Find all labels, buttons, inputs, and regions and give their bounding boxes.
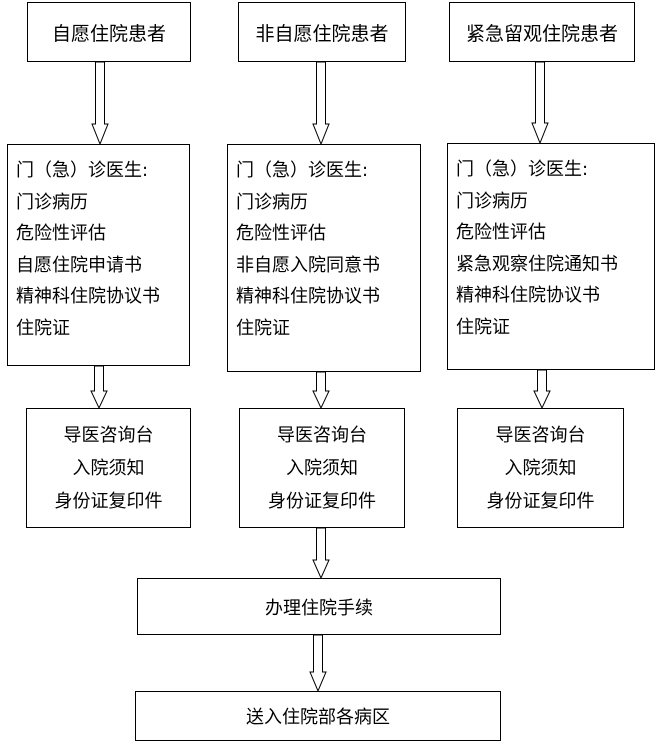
admission-procedure: 办理住院手续 <box>137 578 501 635</box>
ward-destination: 送入住院部各病区 <box>135 691 501 741</box>
destination-label: 送入住院部各病区 <box>246 707 390 728</box>
doc-line: 门诊病历 <box>456 190 528 212</box>
patient-type-label: 非自愿住院患者 <box>255 22 389 45</box>
doc-line: 非自愿入院同意书 <box>236 254 380 276</box>
arrow-col3-mid <box>533 369 551 410</box>
doc-line: 危险性评估 <box>236 223 326 244</box>
desk-line: 入院须知 <box>286 458 358 479</box>
doc-line: 危险性评估 <box>16 223 106 244</box>
guide-desk-voluntary: 导医咨询台 入院须知 身份证复印件 <box>26 408 191 528</box>
desk-line: 导医咨询台 <box>63 425 154 446</box>
patient-type-involuntary: 非自愿住院患者 <box>238 2 406 62</box>
doc-line: 精神科住院协议书 <box>456 285 600 306</box>
doc-line: 门（急）诊医生: <box>456 159 589 180</box>
doctor-documents-emergency: 门（急）诊医生: 门诊病历 危险性评估 紧急观察住院通知书 精神科住院协议书 住… <box>447 143 655 370</box>
patient-type-label: 紧急留观住院患者 <box>465 22 618 45</box>
desk-line: 身份证复印件 <box>486 491 595 512</box>
doc-line: 紧急观察住院通知书 <box>456 253 618 275</box>
desk-line: 导医咨询台 <box>495 425 586 446</box>
doc-line: 住院证 <box>236 317 290 339</box>
arrow-to-procedure <box>312 527 330 580</box>
desk-line: 身份证复印件 <box>268 491 376 512</box>
desk-line: 入院须知 <box>72 458 145 479</box>
doc-line: 精神科住院协议书 <box>236 286 380 307</box>
doc-line: 门诊病历 <box>236 191 308 213</box>
doc-line: 门（急）诊医生: <box>16 160 149 181</box>
patient-type-voluntary: 自愿住院患者 <box>27 2 191 62</box>
doctor-documents-voluntary: 门（急）诊医生: 门诊病历 危险性评估 自愿住院申请书 精神科住院协议书 住院证 <box>7 144 190 366</box>
arrow-col2-mid <box>312 371 330 410</box>
guide-desk-involuntary: 导医咨询台 入院须知 身份证复印件 <box>239 408 405 528</box>
arrow-to-destination <box>309 634 327 693</box>
doc-line: 门（急）诊医生: <box>236 160 369 181</box>
doc-line: 住院证 <box>456 316 510 338</box>
doc-line: 危险性评估 <box>456 222 546 243</box>
procedure-label: 办理住院手续 <box>265 597 373 619</box>
arrow-col1-mid <box>90 365 108 410</box>
doc-line: 精神科住院协议书 <box>16 286 160 307</box>
arrow-col2-top <box>312 61 330 146</box>
guide-desk-emergency: 导医咨询台 入院须知 身份证复印件 <box>457 408 624 528</box>
patient-type-label: 自愿住院患者 <box>51 22 166 45</box>
doc-line: 住院证 <box>16 317 70 339</box>
desk-line: 入院须知 <box>504 458 577 479</box>
doc-line: 自愿住院申请书 <box>16 254 142 276</box>
desk-line: 导医咨询台 <box>277 425 367 446</box>
doctor-documents-involuntary: 门（急）诊医生: 门诊病历 危险性评估 非自愿入院同意书 精神科住院协议书 住院… <box>227 144 421 372</box>
doc-line: 门诊病历 <box>16 191 88 213</box>
patient-type-emergency-observation: 紧急留观住院患者 <box>449 2 635 62</box>
arrow-col3-top <box>531 61 549 145</box>
arrow-col1-top <box>91 61 109 146</box>
desk-line: 身份证复印件 <box>54 491 163 512</box>
